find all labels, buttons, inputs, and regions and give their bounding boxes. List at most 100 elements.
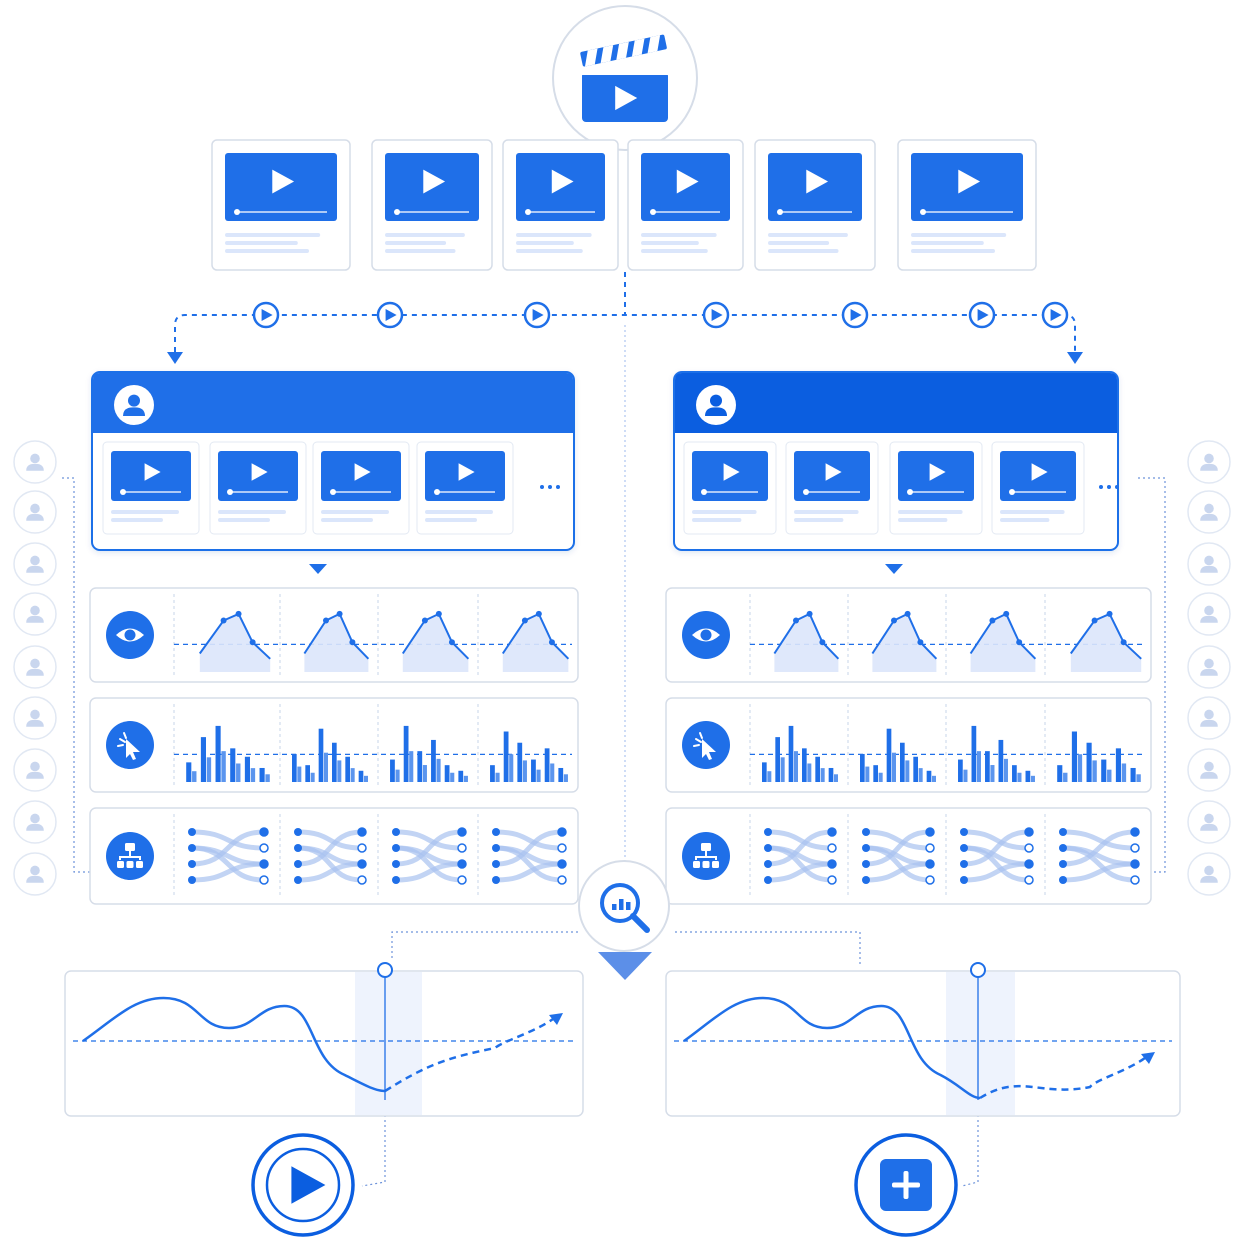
bar <box>522 760 527 782</box>
play-icon <box>977 308 989 322</box>
play-icon <box>251 463 268 481</box>
video-card-4[interactable] <box>627 139 744 271</box>
panel-video-3[interactable] <box>312 441 410 535</box>
user-icon[interactable] <box>114 385 154 425</box>
play-action-button[interactable] <box>251 1133 355 1237</box>
connector-node-4[interactable] <box>702 301 730 329</box>
play-icon <box>1050 308 1062 322</box>
bar <box>971 725 977 782</box>
video-card-6[interactable] <box>897 139 1037 271</box>
video-card-2[interactable] <box>371 139 493 271</box>
more-dots-icon[interactable] <box>540 485 560 489</box>
dot <box>1107 485 1111 489</box>
bar <box>1101 759 1107 782</box>
video-thumbnail[interactable] <box>1000 451 1076 501</box>
panel-video-2[interactable] <box>209 441 307 535</box>
flow-target <box>925 827 935 837</box>
marker-handle[interactable] <box>377 962 393 978</box>
mini-bar-chart <box>762 725 838 782</box>
flow-band <box>963 829 1030 867</box>
dot <box>1115 485 1119 489</box>
avatar-body <box>26 463 44 471</box>
placeholder-line <box>898 518 948 522</box>
bar <box>364 775 368 782</box>
person-icon <box>1187 592 1231 636</box>
placeholder-line <box>692 518 742 522</box>
bar <box>305 765 310 782</box>
video-thumbnail[interactable] <box>898 451 974 501</box>
flow-target <box>1130 827 1140 837</box>
bar <box>913 756 918 782</box>
connector-node-5[interactable] <box>841 301 869 329</box>
area-point <box>793 617 799 624</box>
person-figure <box>19 806 51 838</box>
flow-target <box>827 827 837 837</box>
flow-target <box>827 843 837 853</box>
bar <box>417 751 423 782</box>
video-thumbnail[interactable] <box>218 451 298 501</box>
video-thumbnail[interactable] <box>641 153 730 221</box>
panel-video-4[interactable] <box>416 441 514 535</box>
connector-node-6[interactable] <box>968 301 996 329</box>
connector-node-7[interactable] <box>1041 301 1069 329</box>
panel-video-2[interactable] <box>785 441 879 535</box>
connector-node-1[interactable] <box>252 301 280 329</box>
avatar-body <box>26 823 44 831</box>
video-card-5[interactable] <box>754 139 876 271</box>
video-thumbnail[interactable] <box>425 451 505 501</box>
video-card-1[interactable] <box>211 139 351 271</box>
metric-row-area-line <box>89 587 579 683</box>
video-thumbnail[interactable] <box>911 153 1023 221</box>
mini-bar-chart <box>1057 731 1141 782</box>
panel-video-4[interactable] <box>991 441 1085 535</box>
marker-handle[interactable] <box>970 962 986 978</box>
avatar-head <box>1204 453 1214 464</box>
panel-video-3[interactable] <box>889 441 983 535</box>
connector-node-3[interactable] <box>523 301 551 329</box>
more-dots-icon[interactable] <box>1099 485 1119 489</box>
avatar-body <box>1200 875 1218 883</box>
area-point <box>891 617 897 624</box>
metric-grid-left <box>89 587 579 905</box>
person-figure <box>1193 446 1225 478</box>
person-figure <box>19 858 51 890</box>
flow-source <box>392 860 400 868</box>
avatar-body <box>1200 513 1218 521</box>
flow-band <box>865 829 931 867</box>
video-thumbnail[interactable] <box>321 451 401 501</box>
lens-handle <box>630 913 650 933</box>
flow-band <box>297 845 363 867</box>
video-thumbnail[interactable] <box>225 153 337 221</box>
mini-flow-chart <box>294 827 367 885</box>
video-card-3[interactable] <box>502 139 619 271</box>
connector-node-2[interactable] <box>376 301 404 329</box>
card-text-lines <box>225 233 321 253</box>
video-thumbnail[interactable] <box>768 153 862 221</box>
play-icon <box>551 169 574 194</box>
bar <box>998 739 1004 782</box>
play-icon <box>354 463 371 481</box>
placeholder-line <box>794 518 844 522</box>
search-analytics-icon[interactable] <box>578 860 670 952</box>
panel-video-1[interactable] <box>683 441 777 535</box>
avatar-body <box>123 407 145 416</box>
video-thumbnail[interactable] <box>794 451 870 501</box>
person-icon <box>13 592 57 636</box>
bar <box>550 763 555 782</box>
area-point <box>220 617 227 624</box>
placeholder-line <box>111 510 179 514</box>
panel-video-1[interactable] <box>102 441 200 535</box>
user-icon[interactable] <box>696 385 736 425</box>
video-thumbnail[interactable] <box>385 153 479 221</box>
video-thumbnail[interactable] <box>516 153 605 221</box>
placeholder-line <box>321 510 389 514</box>
metric-row-flow <box>89 807 579 905</box>
bar <box>1012 765 1017 782</box>
area-point <box>421 617 428 624</box>
video-thumbnail[interactable] <box>692 451 768 501</box>
avatar-head <box>1204 761 1214 772</box>
add-action-button[interactable] <box>854 1133 958 1237</box>
mini-flow-chart <box>392 827 467 885</box>
area-point <box>535 610 542 617</box>
video-thumbnail[interactable] <box>111 451 191 501</box>
